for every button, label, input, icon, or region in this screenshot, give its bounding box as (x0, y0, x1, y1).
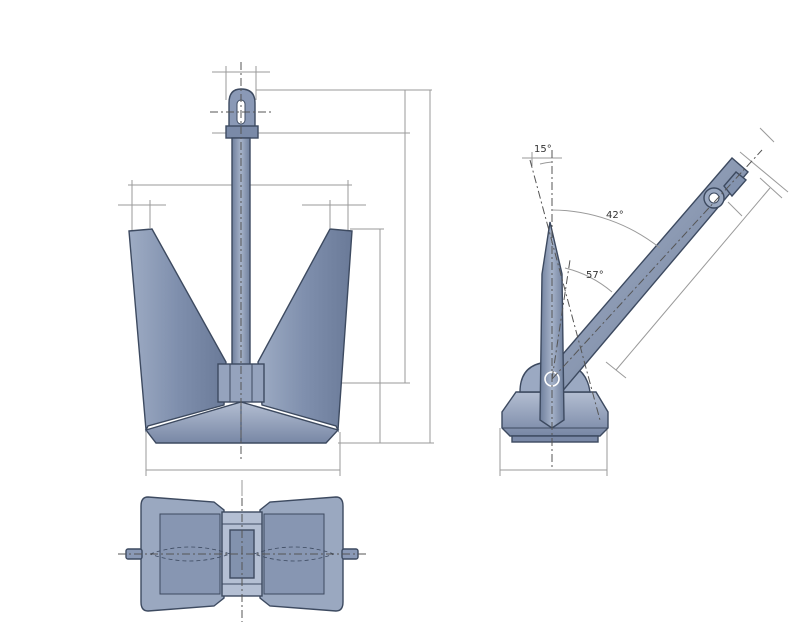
fluke-palm (144, 401, 340, 444)
angle-42-label: 42° (606, 210, 624, 221)
right-fluke (257, 228, 353, 433)
side-elevation: 15° 42° 57° (499, 127, 789, 476)
front-elevation (118, 62, 434, 476)
side-dimension-lines (499, 127, 789, 476)
left-fluke (128, 228, 227, 433)
shackle (225, 88, 259, 139)
angle-15-label: 15° (534, 144, 552, 155)
plan-view (118, 480, 366, 622)
angle-57-label: 57° (586, 270, 604, 281)
